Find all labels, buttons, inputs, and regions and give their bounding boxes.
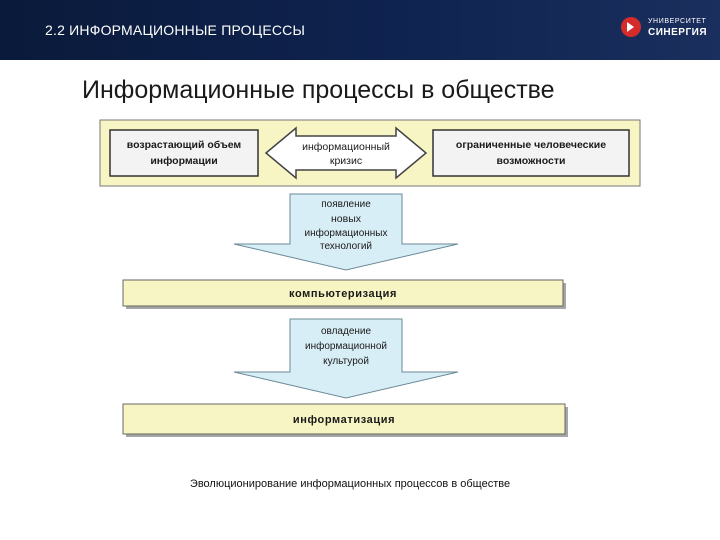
header-bar: 2.2 ИНФОРМАЦИОННЫЕ ПРОЦЕССЫ УНИВЕРСИТЕТ …	[0, 0, 720, 60]
slide-title: Информационные процессы в обществе	[82, 76, 555, 104]
growing-volume-line1: возрастающий объем	[127, 139, 242, 151]
logo-text-university: УНИВЕРСИТЕТ	[648, 18, 707, 25]
informatization-label: информатизация	[293, 414, 395, 426]
new-tech-line3: информационных	[304, 227, 387, 239]
info-crisis-line2: кризис	[330, 155, 362, 167]
info-culture-line1: овладение	[321, 326, 372, 337]
growing-volume-box	[109, 129, 259, 177]
diagram-caption: Эволюционирование информационных процесс…	[189, 478, 511, 490]
limited-abilities-box	[432, 129, 630, 177]
university-logo: УНИВЕРСИТЕТ СИНЕРГИЯ	[620, 16, 710, 46]
section-title: 2.2 ИНФОРМАЦИОННЫЕ ПРОЦЕССЫ	[45, 22, 306, 38]
logo-text-synergy: СИНЕРГИЯ	[648, 27, 708, 38]
informatization-bar	[122, 403, 566, 435]
synergy-logo-icon	[621, 17, 641, 37]
growing-volume-line2: информации	[150, 155, 217, 167]
limited-abilities-line1: ограниченные человеческие	[456, 139, 606, 151]
limited-abilities-line2: возможности	[497, 155, 566, 167]
new-tech-line1: появление	[321, 199, 371, 210]
new-technologies-arrow	[233, 193, 459, 271]
info-culture-line3: культурой	[323, 356, 369, 367]
new-tech-line4: технологий	[320, 241, 372, 252]
info-crisis-line1: информационный	[302, 141, 390, 153]
new-tech-line2: новых	[331, 213, 362, 225]
info-culture-arrow	[233, 318, 459, 399]
info-crisis-double-arrow	[264, 126, 428, 180]
computerization-label: компьютеризация	[289, 288, 397, 300]
info-culture-line2: информационной	[305, 340, 387, 352]
computerization-bar	[122, 279, 564, 307]
